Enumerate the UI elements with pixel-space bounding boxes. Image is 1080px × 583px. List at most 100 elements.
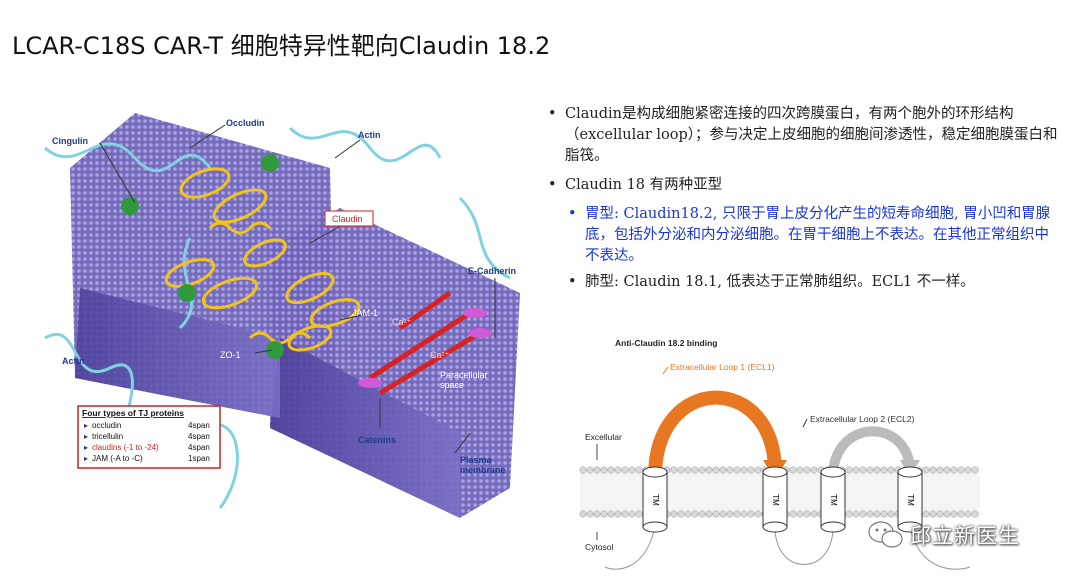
lipid-head [621,510,629,518]
zo1-sphere [121,197,139,215]
svg-text:▸: ▸ [84,421,88,430]
tm-label: TM [651,494,660,506]
lipid-head [670,510,678,518]
bullet-dot: • [568,274,577,290]
bullet-claudin-definition: • Claudin是构成细胞紧密连接的四次跨膜蛋白，有两个胞外的环形结构（exc… [548,104,1063,167]
lipid-head [950,510,958,518]
wechat-logo-icon [868,521,903,548]
lipid-head [810,466,818,474]
svg-text:▸: ▸ [84,454,88,463]
lipid-head [936,466,944,474]
label-actin-top: Actin [358,130,381,140]
lipid-head [614,466,622,474]
lipid-head [887,510,895,518]
lipid-head [880,466,888,474]
legend-row-span: 4span [188,443,210,452]
tm-domain: TM [762,466,788,533]
lipid-head [607,510,615,518]
legend-row-span: 4span [188,421,210,430]
lipid-head [796,510,804,518]
lipid-head [719,510,727,518]
lipid-head [747,466,755,474]
lipid-head [733,466,741,474]
lipid-head [936,510,944,518]
tm-domain: TM [897,466,923,533]
lipid-head [635,466,643,474]
lipid-head [698,510,706,518]
lipid-head [754,466,762,474]
lipid-head [971,510,979,518]
label-extracellular: Excellular [585,432,622,442]
svg-text:▸: ▸ [84,443,88,452]
lipid-head [810,510,818,518]
lipid-head [971,466,979,474]
lipid-head [754,510,762,518]
label-jam1: JAM-1 [352,308,378,318]
lipid-head [712,466,720,474]
legend-row-span: 1span [188,454,210,463]
lipid-head [628,510,636,518]
label-claudin: Claudin [332,214,363,224]
claudin-topology-diagram: TM TM TM TM Anti-Claudin 18.2 binding Ex… [575,332,985,577]
zo1-sphere [266,341,284,359]
lipid-head [621,466,629,474]
bullet-list: • Claudin是构成细胞紧密连接的四次跨膜蛋白，有两个胞外的环形结构（exc… [548,104,1063,298]
label-catenins: Catenins [358,435,396,445]
lipid-head [691,466,699,474]
legend-row-span: 4span [188,432,210,441]
lipid-head [614,510,622,518]
cytosolic-loop [774,526,834,565]
lipid-head [943,510,951,518]
lipid-head [579,510,587,518]
tight-junction-illustration: Cingulin Occludin Actin Claudin E-Cadher… [40,88,540,523]
lipid-head [852,510,860,518]
lipid-head [586,466,594,474]
membrane-left-wall [75,288,280,418]
sub-bullet-gastric: • 胃型: Claudin18.2, 只限于胃上皮分化产生的短寿命细胞, 胃小凹… [568,204,1063,267]
lipid-head [684,510,692,518]
tj-protein-legend: Four types of TJ proteins ▸ occludin 4sp… [77,405,221,469]
tight-junction-diagram: Cingulin Occludin Actin Claudin E-Cadher… [44,113,520,518]
label-cingulin: Cingulin [52,136,88,146]
lipid-head [789,466,797,474]
claudin-label-box [324,210,374,227]
lipid-head [852,466,860,474]
claudin-occludin-loops [164,167,361,352]
lipid-head [740,510,748,518]
lipid-head [677,510,685,518]
lipid-head [866,510,874,518]
lipid-head [677,466,685,474]
lipid-head [586,510,594,518]
lipid-head [964,510,972,518]
tm-label: TM [771,494,780,506]
lipid-head [845,466,853,474]
lipid-head [873,510,881,518]
legend-row-name: occludin [92,421,121,430]
sub-bullet-text: 肺型: Claudin 18.1, 低表达于正常肺组织。ECL1 不一样。 [585,274,975,290]
lipid-head [803,466,811,474]
lipid-head [866,466,874,474]
watermark: 邱立新医生 [868,520,1020,550]
lipid-head [733,510,741,518]
label-occludin: Occludin [226,118,265,128]
lipid-head [705,466,713,474]
cadherin-strands [368,290,482,396]
zo1-sphere [178,284,196,302]
actin-filament [44,142,212,173]
lipid-head [929,510,937,518]
actin-filament [288,126,442,163]
lipid-head [950,466,958,474]
cadherin-anchor [468,328,492,338]
lipid-head [593,510,601,518]
label-cytosol: Cytosol [585,542,613,552]
label-e-cadherin: E-Cadherin [468,266,516,276]
bullet-text: Claudin 18 有两种亚型 [565,177,723,193]
legend-row-name: claudins (-1 to -24) [92,443,159,452]
bullet-text: Claudin是构成细胞紧密连接的四次跨膜蛋白，有两个胞外的环形结构（excel… [565,106,1058,164]
tm-domain: TM [642,466,668,533]
lipid-head [635,510,643,518]
lipid-head [747,510,755,518]
ecl2-pointer [802,418,808,428]
